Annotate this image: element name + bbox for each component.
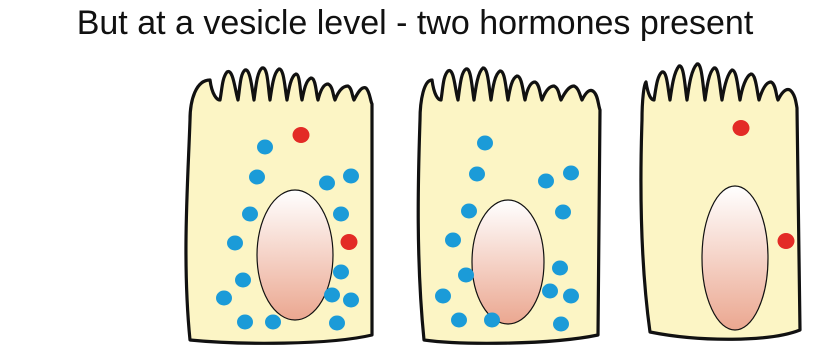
cell-2-blue-vesicle xyxy=(552,261,568,276)
cell-3-red-vesicle xyxy=(778,233,795,249)
cell-1-blue-vesicle xyxy=(249,170,265,185)
cell-2-blue-vesicle xyxy=(484,313,500,328)
cell-2-blue-vesicle xyxy=(563,289,579,304)
cell-1-blue-vesicle xyxy=(235,273,251,288)
cell-2-blue-vesicle xyxy=(435,289,451,304)
cell-1-blue-vesicle xyxy=(227,236,243,251)
cell-3-nucleus xyxy=(702,186,768,330)
cell-2-blue-vesicle xyxy=(542,284,558,299)
cell-3 xyxy=(641,64,800,339)
cell-2-nucleus xyxy=(472,200,544,324)
cell-2-blue-vesicle xyxy=(563,166,579,181)
cell-1-blue-vesicle xyxy=(343,293,359,308)
cell-2-blue-vesicle xyxy=(477,136,493,151)
cell-2-blue-vesicle xyxy=(538,174,554,189)
cell-2-blue-vesicle xyxy=(445,233,461,248)
cell-1-blue-vesicle xyxy=(257,140,273,155)
cell-1-blue-vesicle xyxy=(329,316,345,331)
cell-2-blue-vesicle xyxy=(469,167,485,182)
cell-1-blue-vesicle xyxy=(333,265,349,280)
cell-1-blue-vesicle xyxy=(237,315,253,330)
cell-1-blue-vesicle xyxy=(333,207,349,222)
cell-1-blue-vesicle xyxy=(265,315,281,330)
cell-1-blue-vesicle xyxy=(216,291,232,306)
cell-1-blue-vesicle xyxy=(324,288,340,303)
cell-2-blue-vesicle xyxy=(555,205,571,220)
cell-1-blue-vesicle xyxy=(319,176,335,191)
cell-1-blue-vesicle xyxy=(343,169,359,184)
cell-2-blue-vesicle xyxy=(553,317,569,332)
cell-1-red-vesicle xyxy=(293,127,310,143)
cell-1-nucleus xyxy=(257,190,333,320)
cell-3-red-vesicle xyxy=(733,120,750,136)
cell-1-red-vesicle xyxy=(341,234,358,250)
cell-2-blue-vesicle xyxy=(461,204,477,219)
cell-2-blue-vesicle xyxy=(458,268,474,283)
cell-1-blue-vesicle xyxy=(242,207,258,222)
cell-2-blue-vesicle xyxy=(451,313,467,328)
